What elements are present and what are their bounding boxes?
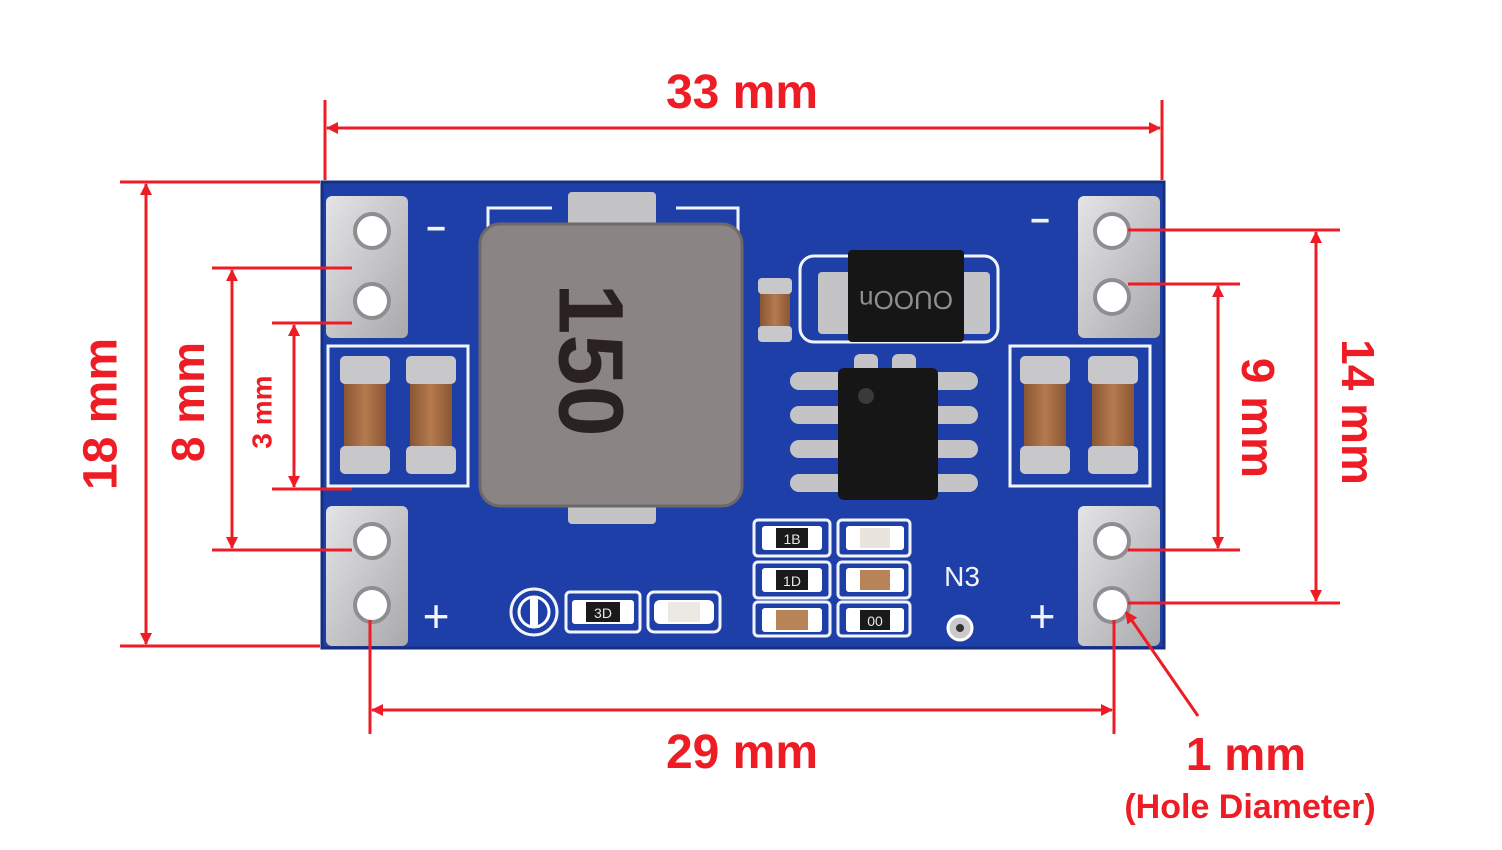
- capacitor-right-1: [1020, 356, 1070, 474]
- label-8mm: 8 mm: [162, 342, 214, 462]
- label-14mm: 14 mm: [1332, 339, 1384, 485]
- smd-resistor-1: 1B: [762, 526, 822, 550]
- smd-capacitor-2: [846, 568, 904, 592]
- dimension-labels: 33 mm 29 mm 18 mm 8 mm 3 mm 14 mm 9 mm 1…: [75, 66, 1384, 826]
- resistor-3-marking: 00: [867, 613, 883, 629]
- smd-capacitor-1: [846, 526, 904, 550]
- smd-capacitor-3: [762, 608, 822, 632]
- hole-left-3: [353, 522, 391, 560]
- inductor-marking: 150: [540, 283, 642, 437]
- hole-right-2: [1093, 278, 1131, 316]
- regulator-ic: [790, 354, 978, 500]
- label-3mm: 3 mm: [246, 375, 277, 448]
- polarized-component: [517, 595, 551, 629]
- hole-left-4: [353, 586, 391, 624]
- smd-resistor-3: 00: [846, 608, 904, 632]
- label-29mm: 29 mm: [666, 726, 818, 779]
- hole-left-2: [353, 282, 391, 320]
- smd-capacitor-4: [654, 600, 714, 624]
- resistor-2-marking: 1D: [783, 573, 801, 589]
- capacitor-left-1: [340, 356, 390, 474]
- polarity-plus-right: +: [1029, 590, 1056, 642]
- hole-right-4: [1093, 586, 1131, 624]
- pcb-board: − − + +: [320, 180, 1166, 650]
- resistor-4-marking: 3D: [594, 605, 612, 621]
- smd-resistor-4: 3D: [572, 600, 634, 624]
- capacitor-right-2: [1088, 356, 1138, 474]
- schottky-diode: OUOOn: [818, 250, 990, 342]
- inductor: 150: [478, 192, 744, 524]
- ic-marking: OUOOn: [859, 285, 953, 315]
- resistor-1-marking: 1B: [783, 531, 800, 547]
- left-pads: [326, 196, 408, 646]
- hole-right-1: [1093, 212, 1131, 250]
- hole-left-1: [353, 212, 391, 250]
- smd-resistor-2: 1D: [762, 568, 822, 592]
- hole-pointer-arrow: [1124, 611, 1200, 717]
- label-1mm: 1 mm: [1186, 728, 1306, 780]
- label-18mm: 18 mm: [75, 338, 128, 490]
- hole-right-3: [1093, 522, 1131, 560]
- label-9mm: 9 mm: [1232, 358, 1284, 478]
- polarity-minus-right: −: [1030, 202, 1050, 240]
- dimension-lines: [120, 100, 1340, 734]
- capacitor-left-2: [406, 356, 456, 474]
- label-33mm: 33 mm: [666, 66, 818, 119]
- label-hole-diameter: (Hole Diameter): [1124, 788, 1375, 826]
- net-label: N3: [944, 561, 980, 592]
- polarity-plus-left: +: [423, 590, 450, 642]
- polarity-minus-left: −: [426, 210, 446, 248]
- small-capacitor: [758, 278, 792, 342]
